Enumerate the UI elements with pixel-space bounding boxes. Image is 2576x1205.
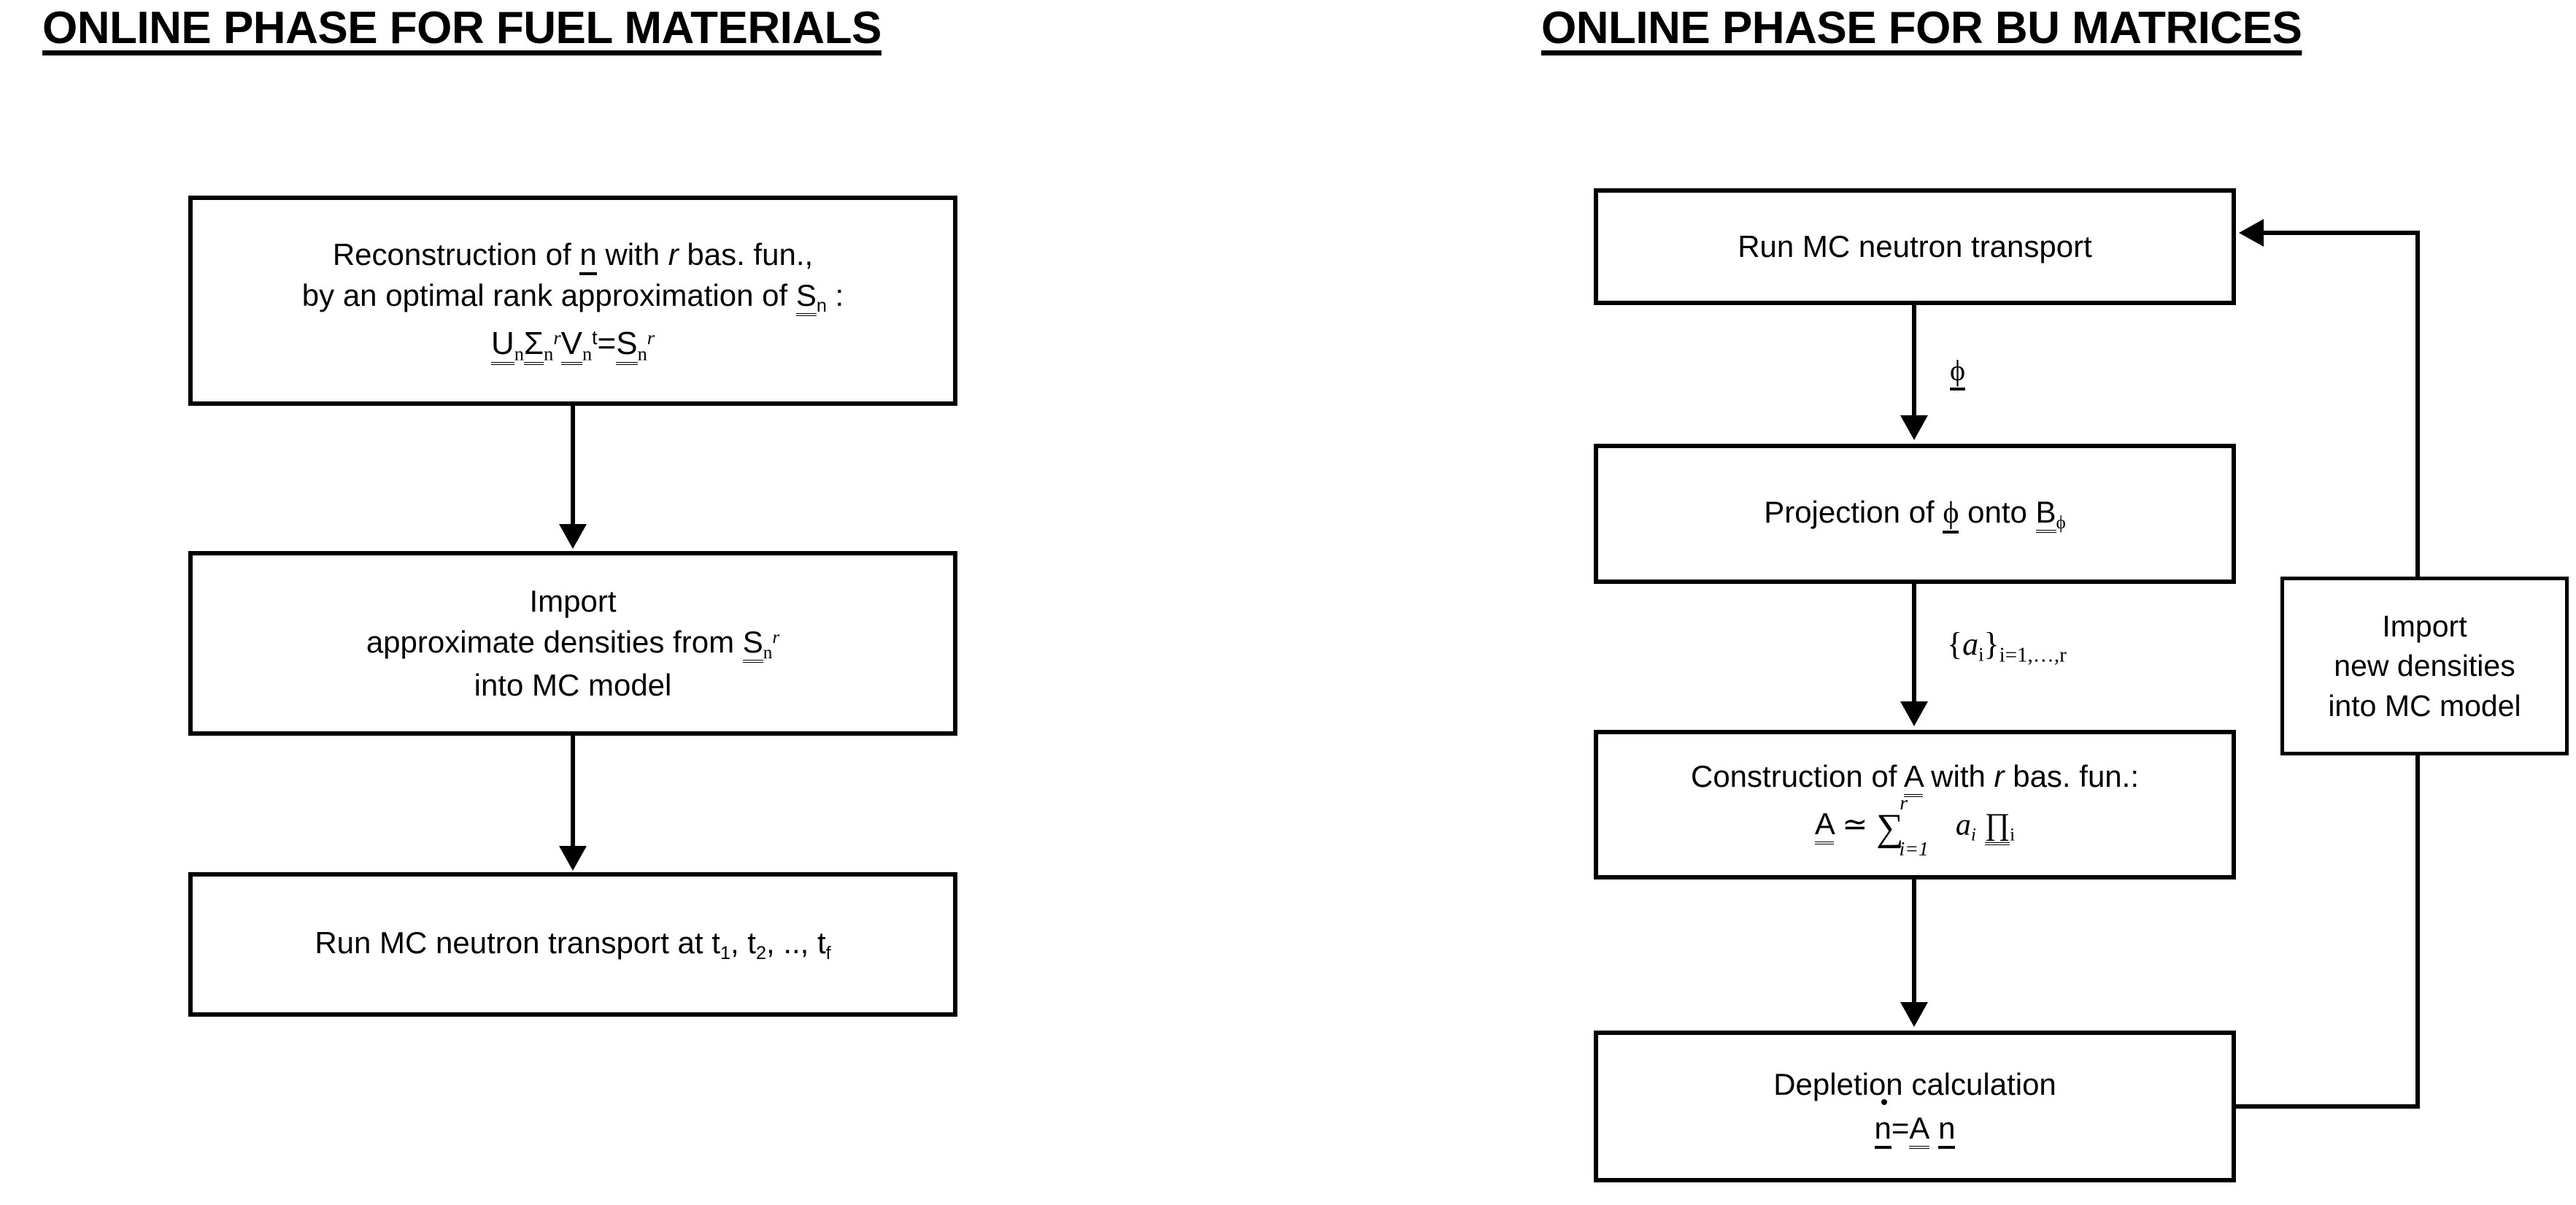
node-construction-line1: Construction of A with r bas. fun.:	[1608, 756, 2221, 797]
connector-right-2	[1912, 584, 1916, 704]
node-import-new-densities: Import new densities into MC model	[2280, 577, 2569, 755]
n-dot-underlined: n	[1874, 1111, 1891, 1149]
node-reconstruction-line2: by an optimal rank approximation of Sn :	[301, 277, 844, 316]
node-projection-text: Projection of ϕ onto Bϕ	[1764, 495, 2066, 534]
arrowhead-left-2	[559, 846, 587, 871]
node-depletion-calculation: Depletion calculation n=A n	[1594, 1031, 2236, 1182]
node-construction-a: Construction of A with r bas. fun.: A ≃ …	[1594, 730, 2236, 879]
node-reconstruction-line1: Reconstruction of n with r bas. fun.,	[203, 234, 943, 275]
double-underlined-A: A	[1909, 1111, 1930, 1149]
node-import-line3: into MC model	[474, 668, 672, 703]
connector-left-2	[571, 736, 575, 849]
node-depletion-line1: Depletion calculation	[1773, 1067, 2056, 1102]
connector-right-3	[1912, 879, 1916, 1005]
edge-label-coefficients: {ai}i=1,…,r	[1947, 626, 2067, 667]
node-import-line2: approximate densities from Snr	[366, 624, 780, 663]
edge-label-flux: ϕ	[1950, 353, 1966, 390]
node-import-approx-densities: Import approximate densities from Snr in…	[188, 551, 957, 736]
double-underlined-A: A	[1903, 758, 1923, 797]
arrowhead-left-1	[559, 524, 587, 549]
underlined-n: n	[1938, 1111, 1956, 1149]
page-title-left: ONLINE PHASE FOR FUEL MATERIALS	[42, 3, 882, 53]
underlined-n: n	[579, 237, 597, 275]
connector-right-1	[1912, 305, 1916, 418]
node-run-mc-transport: Run MC neutron transport	[1594, 188, 2236, 305]
node-run-mc-text: Run MC neutron transport	[1738, 229, 2092, 264]
arrowhead-right-1	[1900, 415, 1928, 440]
node-projection: Projection of ϕ onto Bϕ	[1594, 444, 2236, 584]
feedback-segment-bottom	[2232, 1104, 2420, 1109]
connector-left-1	[571, 406, 575, 527]
node-run-mc-transport-times: Run MC neutron transport at t1, t2, .., …	[188, 872, 957, 1017]
node-import-new-line2: new densities	[2334, 649, 2515, 683]
arrowhead-right-2	[1900, 701, 1928, 726]
double-underlined-S: S	[742, 624, 763, 663]
arrowhead-right-3	[1900, 1002, 1928, 1027]
arrowhead-feedback	[2239, 219, 2264, 247]
node-reconstruction: Reconstruction of n with r bas. fun., by…	[188, 196, 957, 406]
node-import-new-line1: Import	[2382, 609, 2467, 643]
node-run-mc-times-text: Run MC neutron transport at t1, t2, .., …	[315, 925, 831, 964]
node-depletion-formula: n=A n	[1608, 1108, 2221, 1149]
underlined-phi: ϕ	[1943, 496, 1959, 534]
double-underlined-Pi: ∏	[1984, 807, 2010, 845]
feedback-segment-top	[2264, 231, 2420, 235]
node-reconstruction-formula: UnΣnrVnt=Snr	[490, 326, 655, 366]
node-import-line1: Import	[529, 583, 617, 618]
double-underlined-S: S	[795, 277, 817, 316]
double-underlined-B: B	[2035, 495, 2056, 534]
page-title-right: ONLINE PHASE FOR BU MATRICES	[1541, 3, 2302, 53]
node-import-new-line3: into MC model	[2328, 688, 2521, 723]
